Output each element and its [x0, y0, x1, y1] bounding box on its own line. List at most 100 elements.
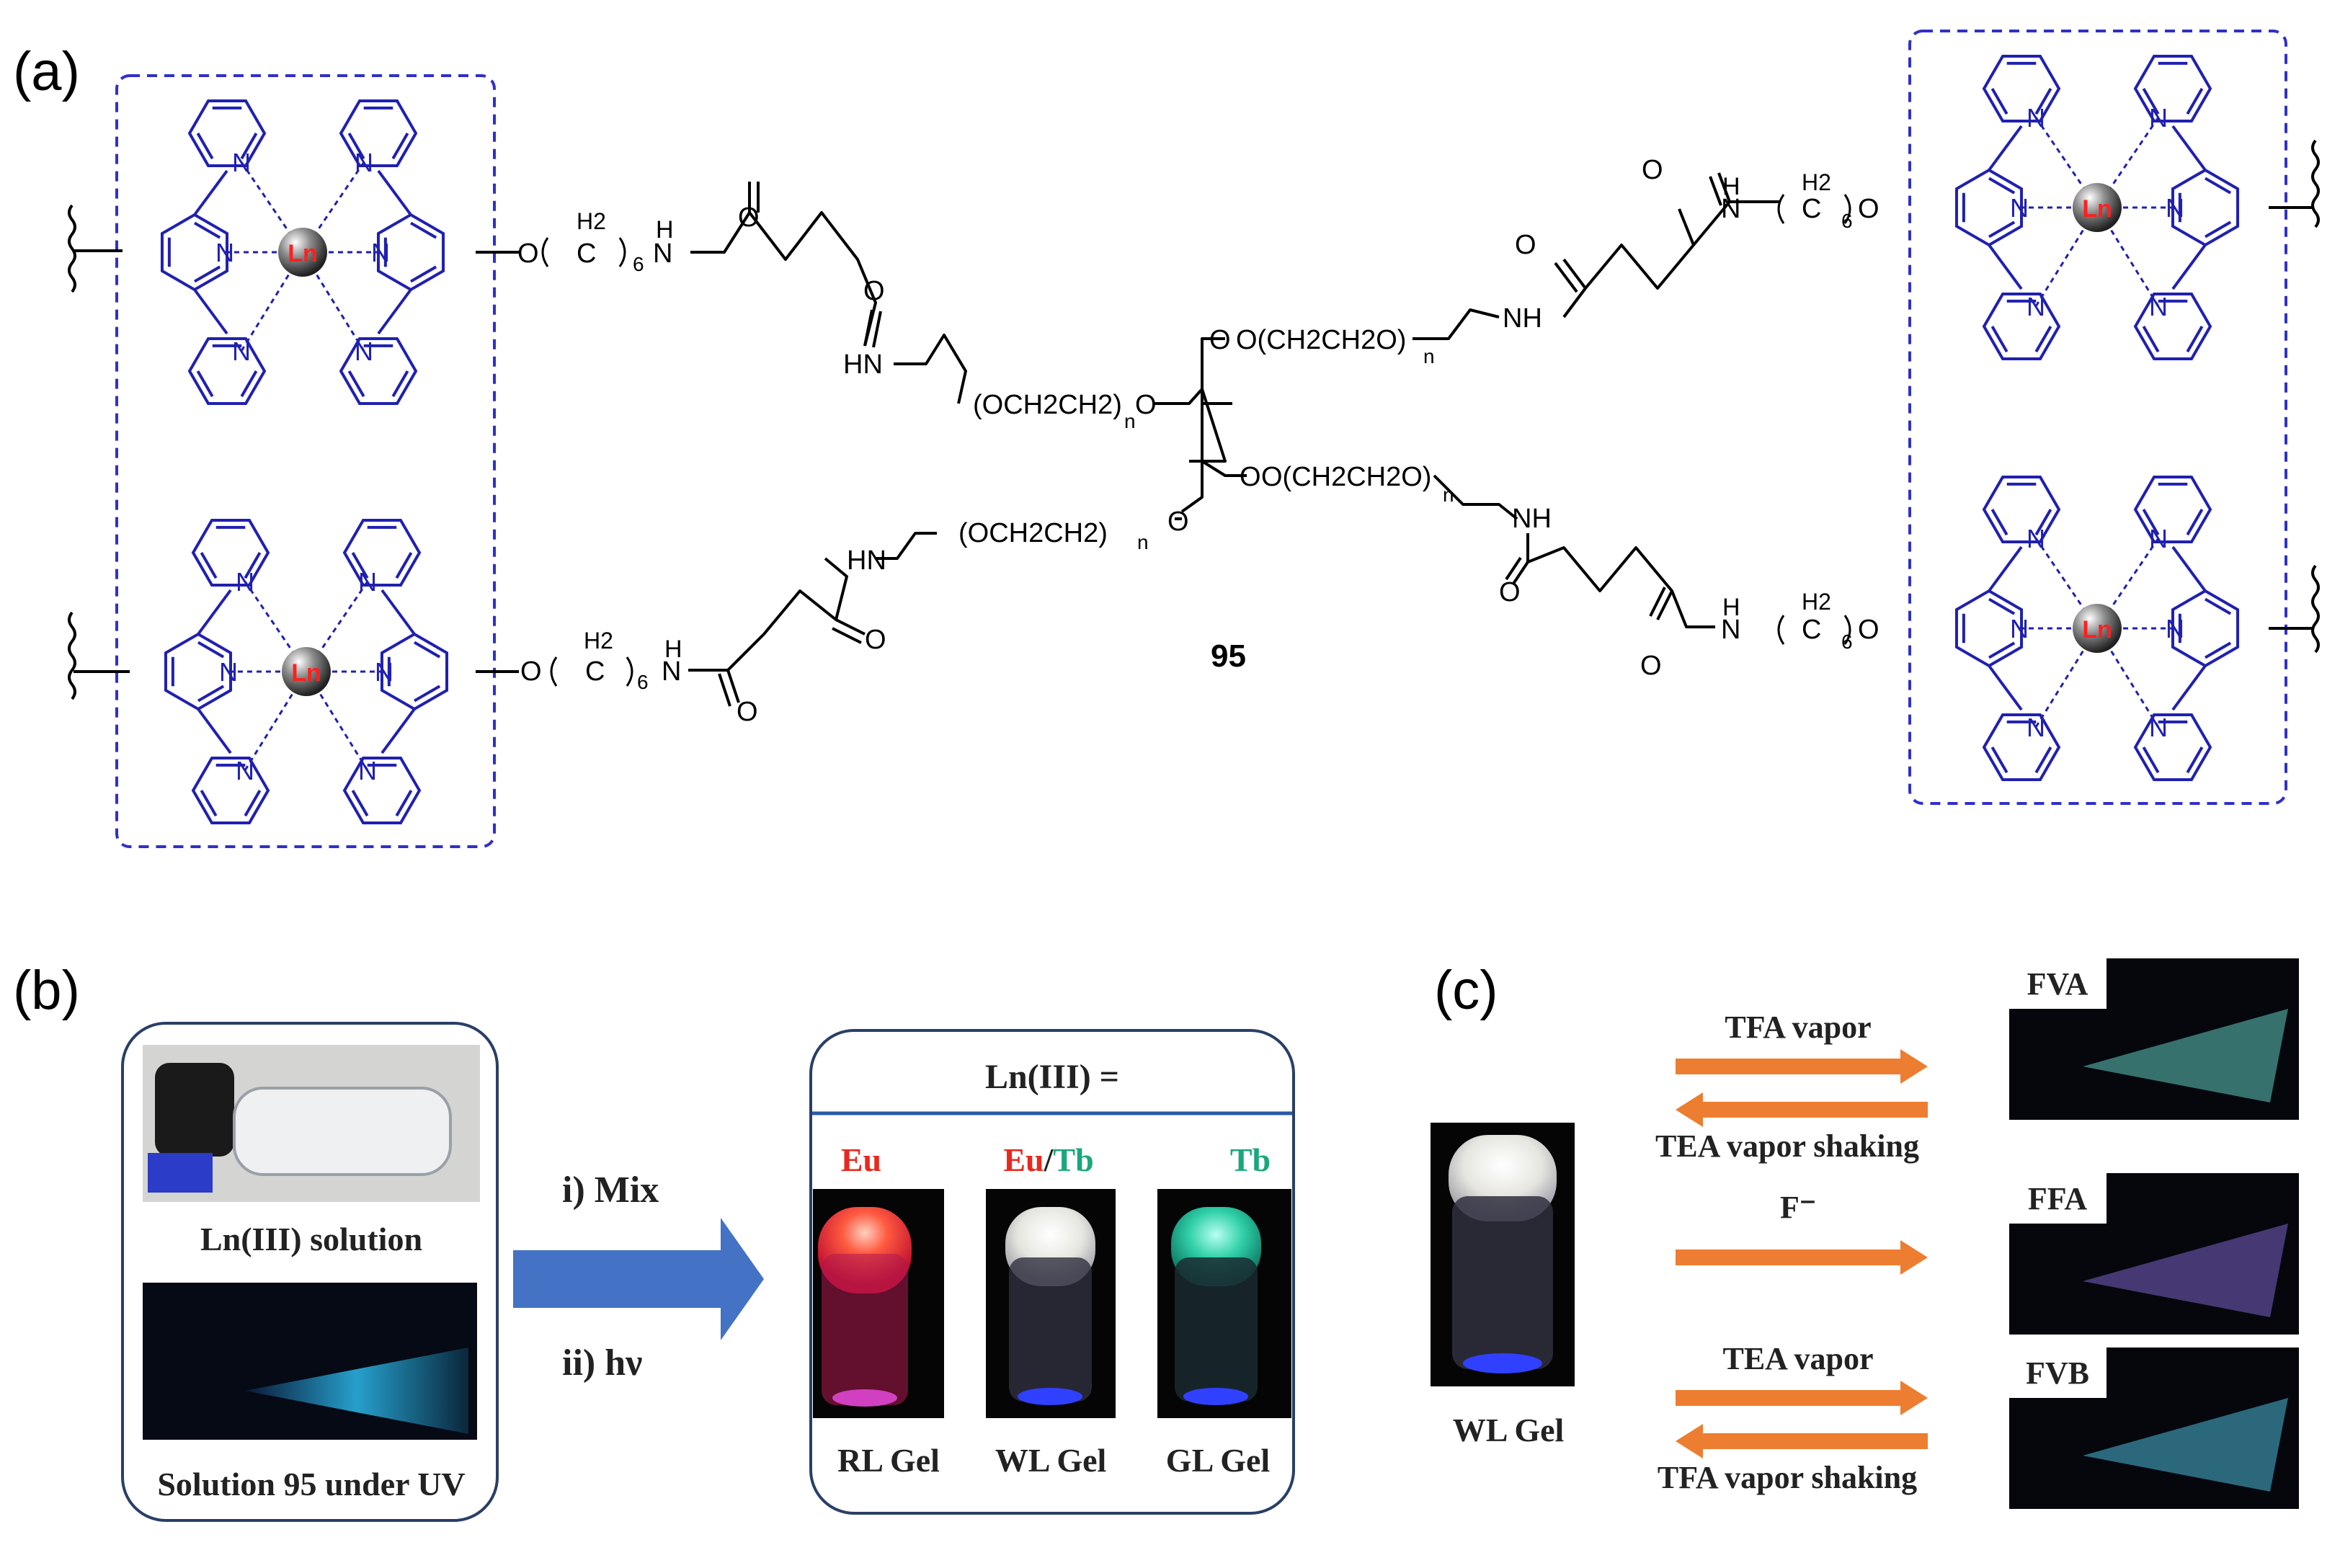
atom-c: C — [577, 239, 596, 269]
pyridine-ring — [191, 518, 270, 587]
atom-h: H — [1722, 173, 1740, 200]
step-mix: i) Mix — [562, 1170, 659, 1211]
gel-label-green: GL Gel — [1166, 1442, 1270, 1479]
double-bond — [193, 265, 221, 283]
atom-hn: HN — [847, 545, 886, 576]
pyridine-ring — [187, 99, 267, 168]
double-bond — [2186, 508, 2204, 536]
ring-bond — [2171, 125, 2207, 172]
nitrogen-atom: N — [2149, 713, 2168, 742]
double-bond — [197, 641, 225, 659]
pyridine-ring — [191, 756, 270, 825]
double-bond — [1990, 746, 2008, 774]
start-gel-label: WL Gel — [1453, 1412, 1565, 1448]
metal-eu: Eu — [841, 1141, 881, 1178]
ring-bond — [381, 708, 416, 754]
nitrogen-atom: N — [2027, 524, 2045, 553]
vial-blue-tag — [148, 1153, 213, 1193]
pyridine-ring — [187, 337, 267, 406]
double-bond — [351, 789, 369, 817]
product-glow — [2083, 1009, 2288, 1102]
double-bond — [2142, 87, 2160, 115]
metal-eutb: Eu/Tb — [1003, 1141, 1093, 1178]
double-bond — [200, 551, 218, 579]
atom-o: O — [737, 697, 758, 727]
nitrogen-atom: N — [2149, 292, 2168, 321]
red-gel-base — [832, 1389, 897, 1407]
nitrogen-atom: N — [2149, 103, 2168, 133]
ln-label: Ln — [291, 659, 321, 687]
double-bond — [2034, 325, 2052, 353]
metal-sphere — [282, 647, 331, 696]
double-bond — [395, 552, 413, 579]
ring-bond — [377, 288, 412, 335]
double-bond — [193, 221, 221, 239]
vial-cap — [155, 1063, 234, 1157]
peg-mid-right: O(CH2CH2O) — [1261, 462, 1431, 492]
condition-forward: TFA vapor — [1725, 1010, 1871, 1045]
ring-bond — [1988, 125, 2023, 172]
nitrogen-atom: N — [371, 238, 390, 267]
nitrogen-atom: N — [2149, 524, 2168, 553]
pyridine-ring — [342, 756, 422, 825]
right-dashed-box — [1908, 30, 2287, 805]
nitrogen-atom: N — [358, 756, 377, 785]
atom-o: O — [1167, 507, 1189, 537]
atom-o: O — [1499, 577, 1521, 607]
panel-b: (b) Ln(III) solution Solution 95 under U… — [13, 960, 1295, 1522]
atom-nh: NH — [1503, 303, 1542, 334]
ln-label: Ln — [288, 240, 318, 267]
start-gel-base — [1463, 1353, 1542, 1373]
double-bond — [196, 133, 214, 160]
mix-arrow — [513, 1218, 764, 1340]
atom-h2: H2 — [584, 628, 613, 654]
ring-bond — [2171, 244, 2207, 290]
product-label-box — [2009, 1173, 2107, 1224]
double-bond — [2142, 325, 2160, 353]
double-bond — [395, 790, 413, 817]
pyridine-ring — [2133, 292, 2212, 361]
nitrogen-atom: N — [2027, 292, 2045, 321]
double-bond — [197, 685, 225, 703]
double-bond — [1988, 641, 2016, 659]
nitrogen-atom: N — [232, 148, 251, 177]
reverse-arrow — [1676, 1424, 1928, 1458]
double-bond — [409, 265, 437, 283]
double-bond — [2142, 746, 2160, 774]
nitrogen-atom: N — [236, 756, 254, 785]
ring-bond — [193, 288, 228, 335]
double-bond — [2205, 641, 2232, 659]
solution-label: Ln(III) solution — [200, 1221, 422, 1257]
atom-o: O — [517, 239, 539, 269]
metal-eutb-eu: Eu — [1003, 1141, 1044, 1178]
product-label: FVA — [2027, 966, 2088, 1002]
nitrogen-atom: N — [2010, 193, 2029, 223]
ln-equals: Ln(III) = — [985, 1058, 1119, 1096]
atom-o: O — [520, 656, 542, 687]
atom-h: H — [1722, 594, 1740, 621]
product-label: FVB — [2026, 1355, 2089, 1391]
nitrogen-atom: N — [375, 657, 393, 687]
double-bond — [2034, 87, 2052, 115]
atom-c: C — [1802, 194, 1821, 224]
nitrogen-atom: N — [355, 148, 373, 177]
double-bond — [240, 133, 258, 160]
subscript-n: n — [1124, 410, 1136, 432]
double-bond — [2142, 508, 2160, 536]
double-bond — [1990, 508, 2008, 536]
atom-h2: H2 — [1802, 589, 1831, 615]
nitrogen-atom: N — [2027, 713, 2045, 742]
ring-bond — [197, 589, 232, 636]
atom-h: H — [656, 216, 674, 244]
metal-eutb-tb: Tb — [1053, 1141, 1093, 1178]
atom-o: O — [1515, 230, 1536, 260]
pyridine-ring — [1982, 54, 2061, 123]
atom-o: O — [1209, 325, 1231, 355]
green-gel-base — [1183, 1388, 1248, 1405]
